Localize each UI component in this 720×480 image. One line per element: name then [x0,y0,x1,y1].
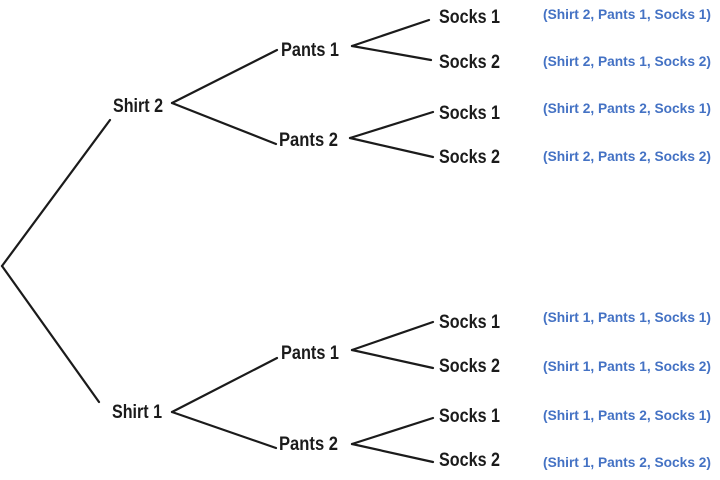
outcome-label-5: (Shirt 1, Pants 1, Socks 1) [543,309,711,325]
node-pants-1-top: Pants 1 [281,40,339,61]
edge-root-shirt2 [0,118,112,268]
edge-pants1bot-socks1 [350,320,435,352]
outcome-label-4: (Shirt 2, Pants 2, Socks 2) [543,148,711,164]
edge-pants2bot-socks2 [350,442,435,464]
node-socks-row-3: Socks 1 [439,103,500,124]
node-socks-row-7: Socks 1 [439,406,500,427]
outcome-label-3: (Shirt 2, Pants 2, Socks 1) [543,100,711,116]
node-socks-row-6: Socks 2 [439,356,500,377]
edge-pants1top-socks2 [350,44,433,62]
tree-node-labels: Shirt 2 Shirt 1 Pants 1 Pants 2 Pants 1 … [112,7,500,471]
edge-root-shirt1 [0,264,101,404]
node-pants-1-bottom: Pants 1 [281,343,339,364]
node-pants-2-bottom: Pants 2 [279,434,338,455]
edge-pants1top-socks1 [350,18,431,48]
edge-shirt1-pants2 [170,410,278,450]
outcome-label-7: (Shirt 1, Pants 2, Socks 1) [543,407,711,423]
node-pants-2-top: Pants 2 [279,130,338,151]
node-shirt-1: Shirt 1 [112,402,162,423]
edge-shirt2-pants2 [170,101,278,146]
tree-edges [0,18,435,464]
node-socks-row-1: Socks 1 [439,7,500,28]
outcome-label-2: (Shirt 2, Pants 1, Socks 2) [543,53,711,69]
edge-shirt2-pants1 [170,48,279,105]
edge-shirt1-pants1 [170,356,279,414]
outcome-label-8: (Shirt 1, Pants 2, Socks 2) [543,454,711,470]
node-socks-row-4: Socks 2 [439,147,500,168]
outcome-label-6: (Shirt 1, Pants 1, Socks 2) [543,358,711,374]
outcome-label-1: (Shirt 2, Pants 1, Socks 1) [543,6,711,22]
edge-pants2bot-socks1 [350,416,435,446]
edge-pants2top-socks1 [348,110,435,140]
edge-pants2top-socks2 [348,136,435,159]
node-socks-row-5: Socks 1 [439,312,500,333]
edge-pants1bot-socks2 [350,348,435,370]
node-socks-row-8: Socks 2 [439,450,500,471]
node-socks-row-2: Socks 2 [439,52,500,73]
outcome-labels: (Shirt 2, Pants 1, Socks 1) (Shirt 2, Pa… [543,6,711,470]
node-shirt-2: Shirt 2 [113,96,163,117]
